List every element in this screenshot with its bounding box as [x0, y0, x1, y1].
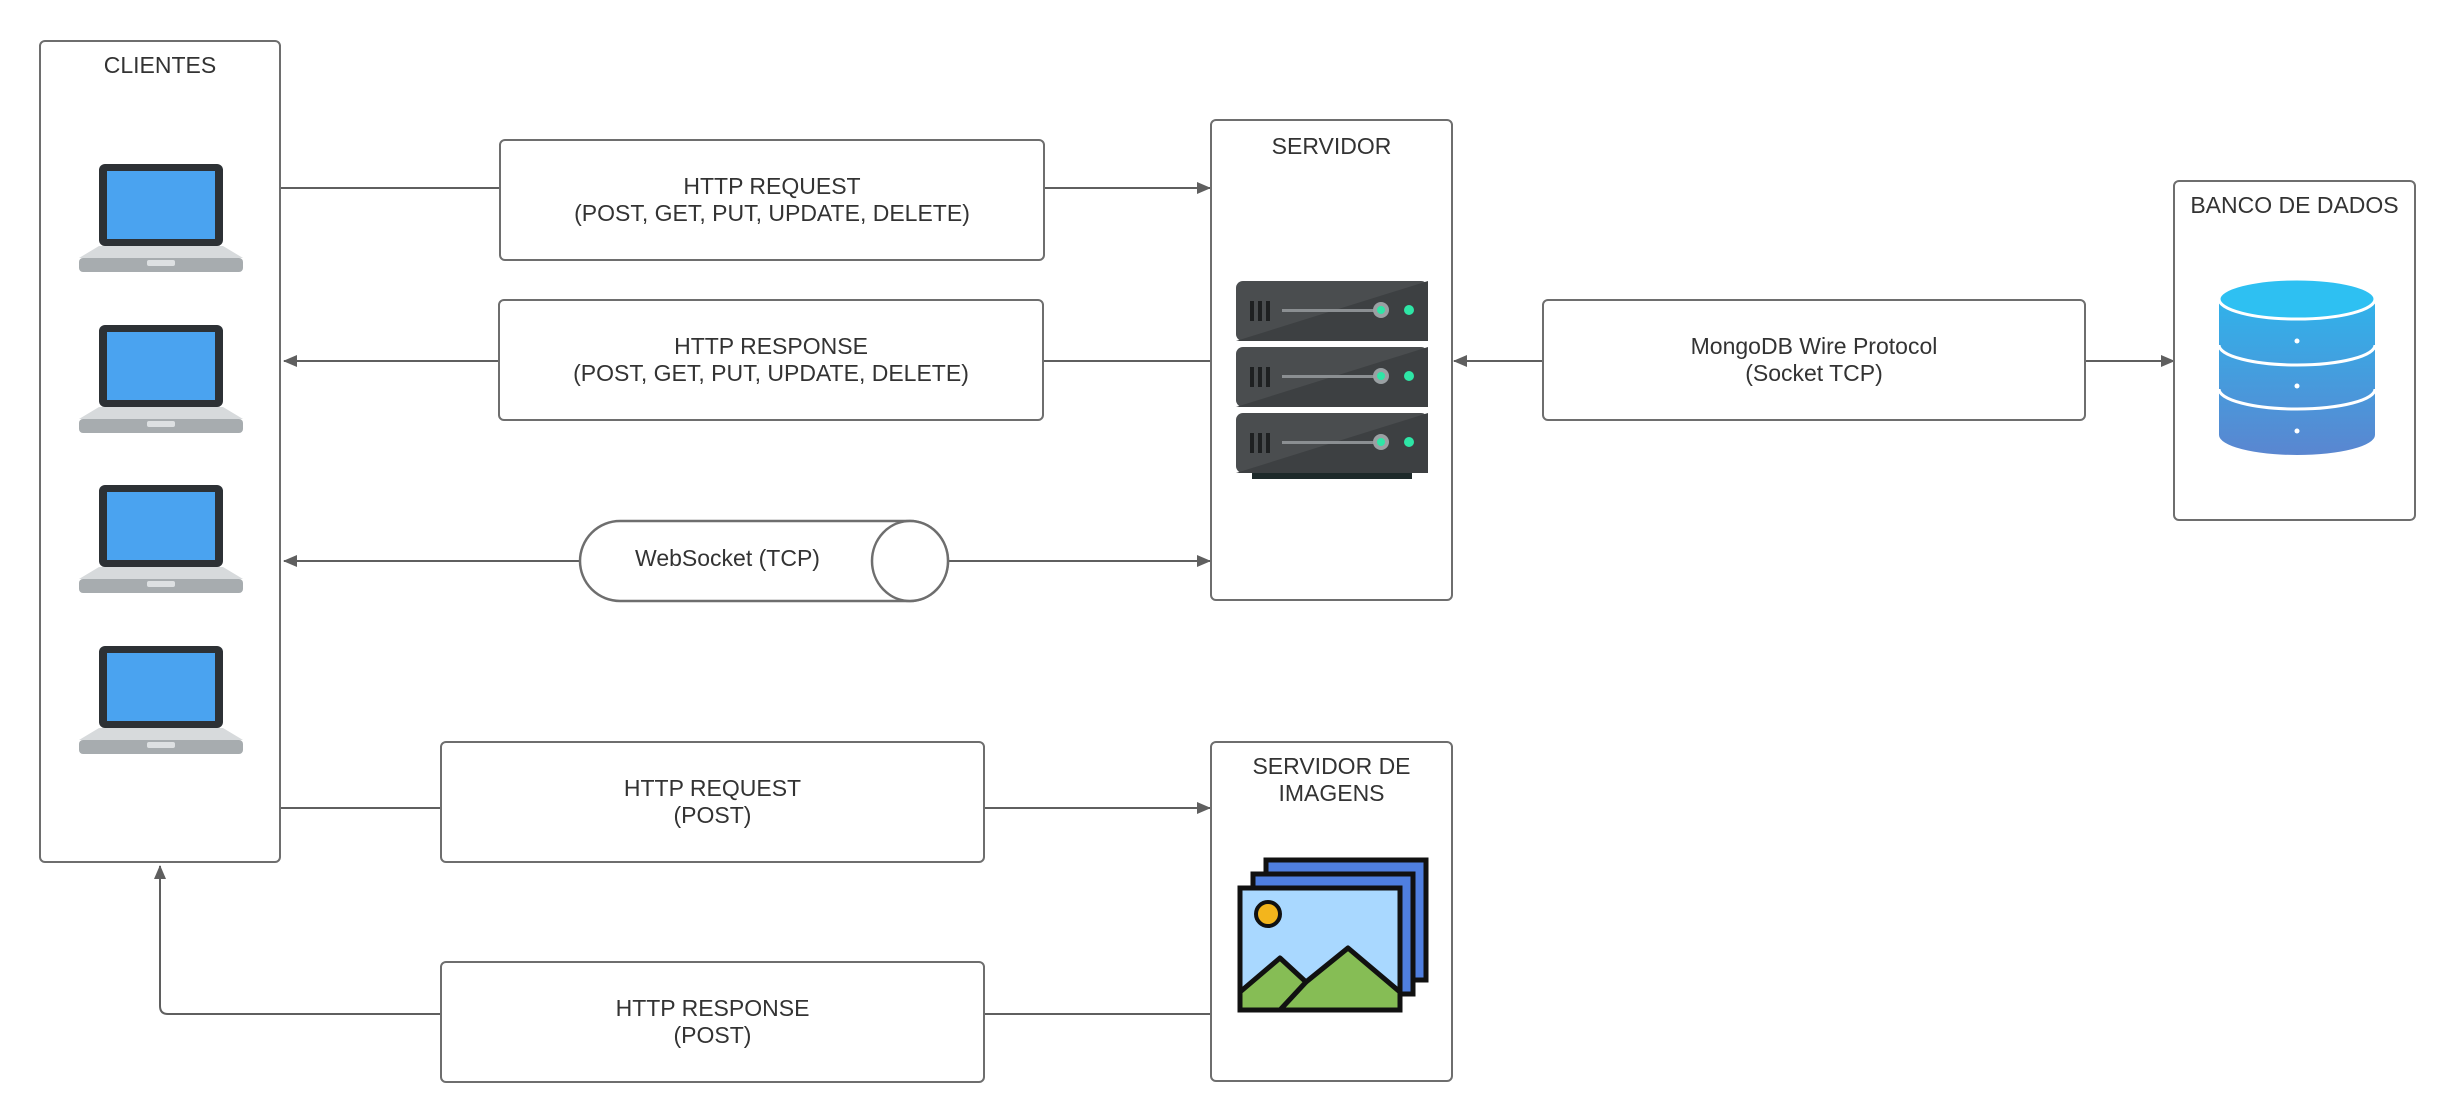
clients-title: CLIENTES	[103, 52, 217, 78]
http-request-label[interactable]: HTTP REQUEST (POST, GET, PUT, UPDATE, DE…	[499, 139, 1045, 261]
server-rack-icon	[1236, 281, 1428, 479]
mongodb-line1: MongoDB Wire Protocol	[1690, 333, 1938, 359]
clients-container[interactable]: CLIENTES	[39, 40, 281, 863]
image-response-line2: (POST)	[673, 1022, 752, 1048]
http-response-line2: (POST, GET, PUT, UPDATE, DELETE)	[573, 360, 969, 386]
server-title: SERVIDOR	[1271, 133, 1392, 159]
http-request-line2: (POST, GET, PUT, UPDATE, DELETE)	[574, 200, 970, 226]
laptop-icon	[79, 164, 243, 272]
database-icon	[2217, 277, 2377, 455]
mongodb-label[interactable]: MongoDB Wire Protocol (Socket TCP)	[1542, 299, 2086, 421]
http-response-line1: HTTP RESPONSE	[674, 333, 868, 359]
http-response-label[interactable]: HTTP RESPONSE (POST, GET, PUT, UPDATE, D…	[498, 299, 1044, 421]
image-request-label[interactable]: HTTP REQUEST (POST)	[440, 741, 985, 863]
http-request-line1: HTTP REQUEST	[683, 173, 861, 199]
database-title: BANCO DE DADOS	[2190, 192, 2399, 218]
image-server-container[interactable]: SERVIDOR DE IMAGENS	[1210, 741, 1453, 1082]
server-container[interactable]: SERVIDOR	[1210, 119, 1453, 601]
laptop-icon	[79, 485, 243, 593]
image-server-title-line1: SERVIDOR DE	[1252, 753, 1411, 779]
image-server-title-line2: IMAGENS	[1278, 780, 1385, 806]
mongodb-line2: (Socket TCP)	[1745, 360, 1883, 386]
image-request-line2: (POST)	[673, 802, 752, 828]
image-response-label[interactable]: HTTP RESPONSE (POST)	[440, 961, 985, 1083]
websocket-cylinder-cap	[870, 519, 950, 603]
websocket-label: WebSocket (TCP)	[635, 545, 820, 571]
image-request-line1: HTTP REQUEST	[623, 775, 802, 801]
edge-image-response[interactable]	[154, 865, 1212, 1015]
laptop-icon	[79, 325, 243, 433]
images-icon	[1237, 857, 1429, 1013]
laptop-icon	[79, 646, 243, 754]
image-response-line1: HTTP RESPONSE	[615, 995, 810, 1021]
database-container[interactable]: BANCO DE DADOS	[2173, 180, 2416, 521]
edge-websocket[interactable]	[283, 519, 1211, 603]
